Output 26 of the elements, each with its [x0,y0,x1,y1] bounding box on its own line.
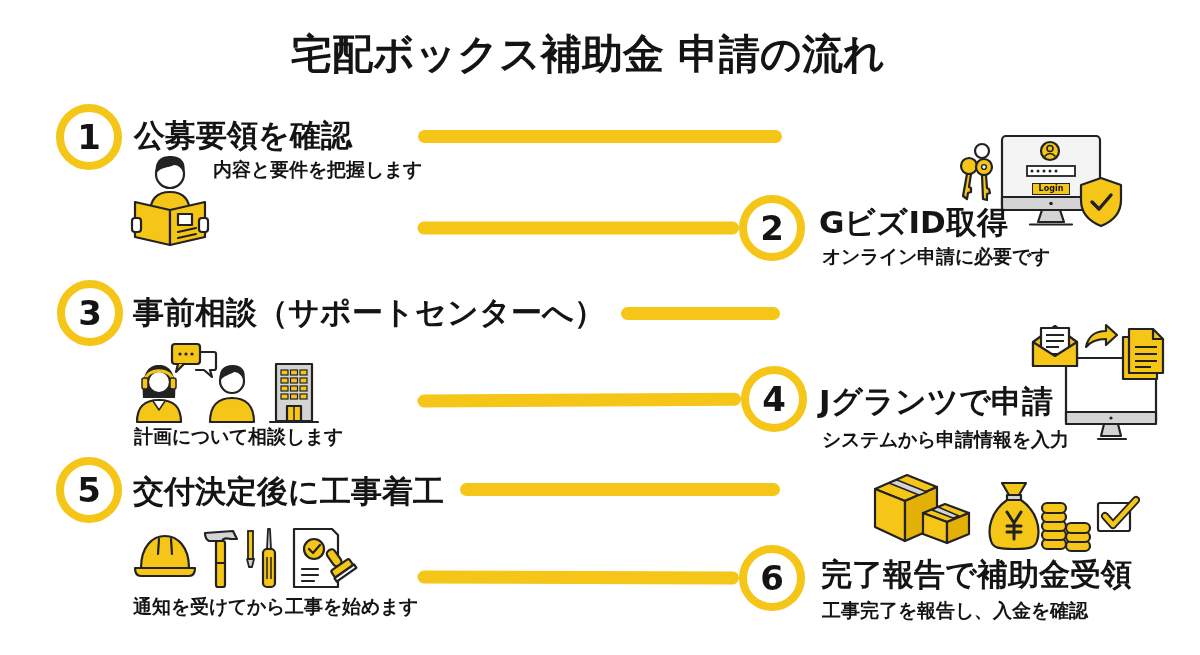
login-button: Login [1032,183,1070,195]
connector-line [417,221,739,235]
step-description: 計画について相談します [134,428,343,447]
title: 宅配ボックス補助金 申請の流れ [291,34,886,75]
step-title: 完了報告で補助金受領 [821,559,1132,590]
step-title: 交付決定後に工事着工 [133,476,444,507]
step-title: Jグランツで申請 [819,386,1053,417]
step-description: システムから申請情報を入力 [822,431,1069,450]
step-description: 通知を受けてから工事を始めます [133,598,418,617]
connector-line [417,570,739,585]
number-circle: 1 [56,104,122,170]
number-circle: 5 [56,457,122,523]
step-description: オンライン申請に必要です [822,248,1050,267]
step-description: 内容と要件を把握します [213,161,422,180]
number-circle: 2 [739,195,805,261]
timeline-bar [621,306,780,320]
step-title: 公募要領を確認 [134,120,352,151]
step-title: GビズID取得 [819,207,1008,238]
timeline-bar [418,129,782,143]
number-circle: 6 [739,545,805,611]
number-circle: 4 [741,366,807,432]
timeline-bar [460,482,780,496]
connector-line [417,392,741,408]
number-circle: 3 [57,280,123,346]
step-title: 事前相談（サポートセンターへ） [133,297,605,328]
step-description: 工事完了を報告し、入金を確認 [822,602,1088,621]
